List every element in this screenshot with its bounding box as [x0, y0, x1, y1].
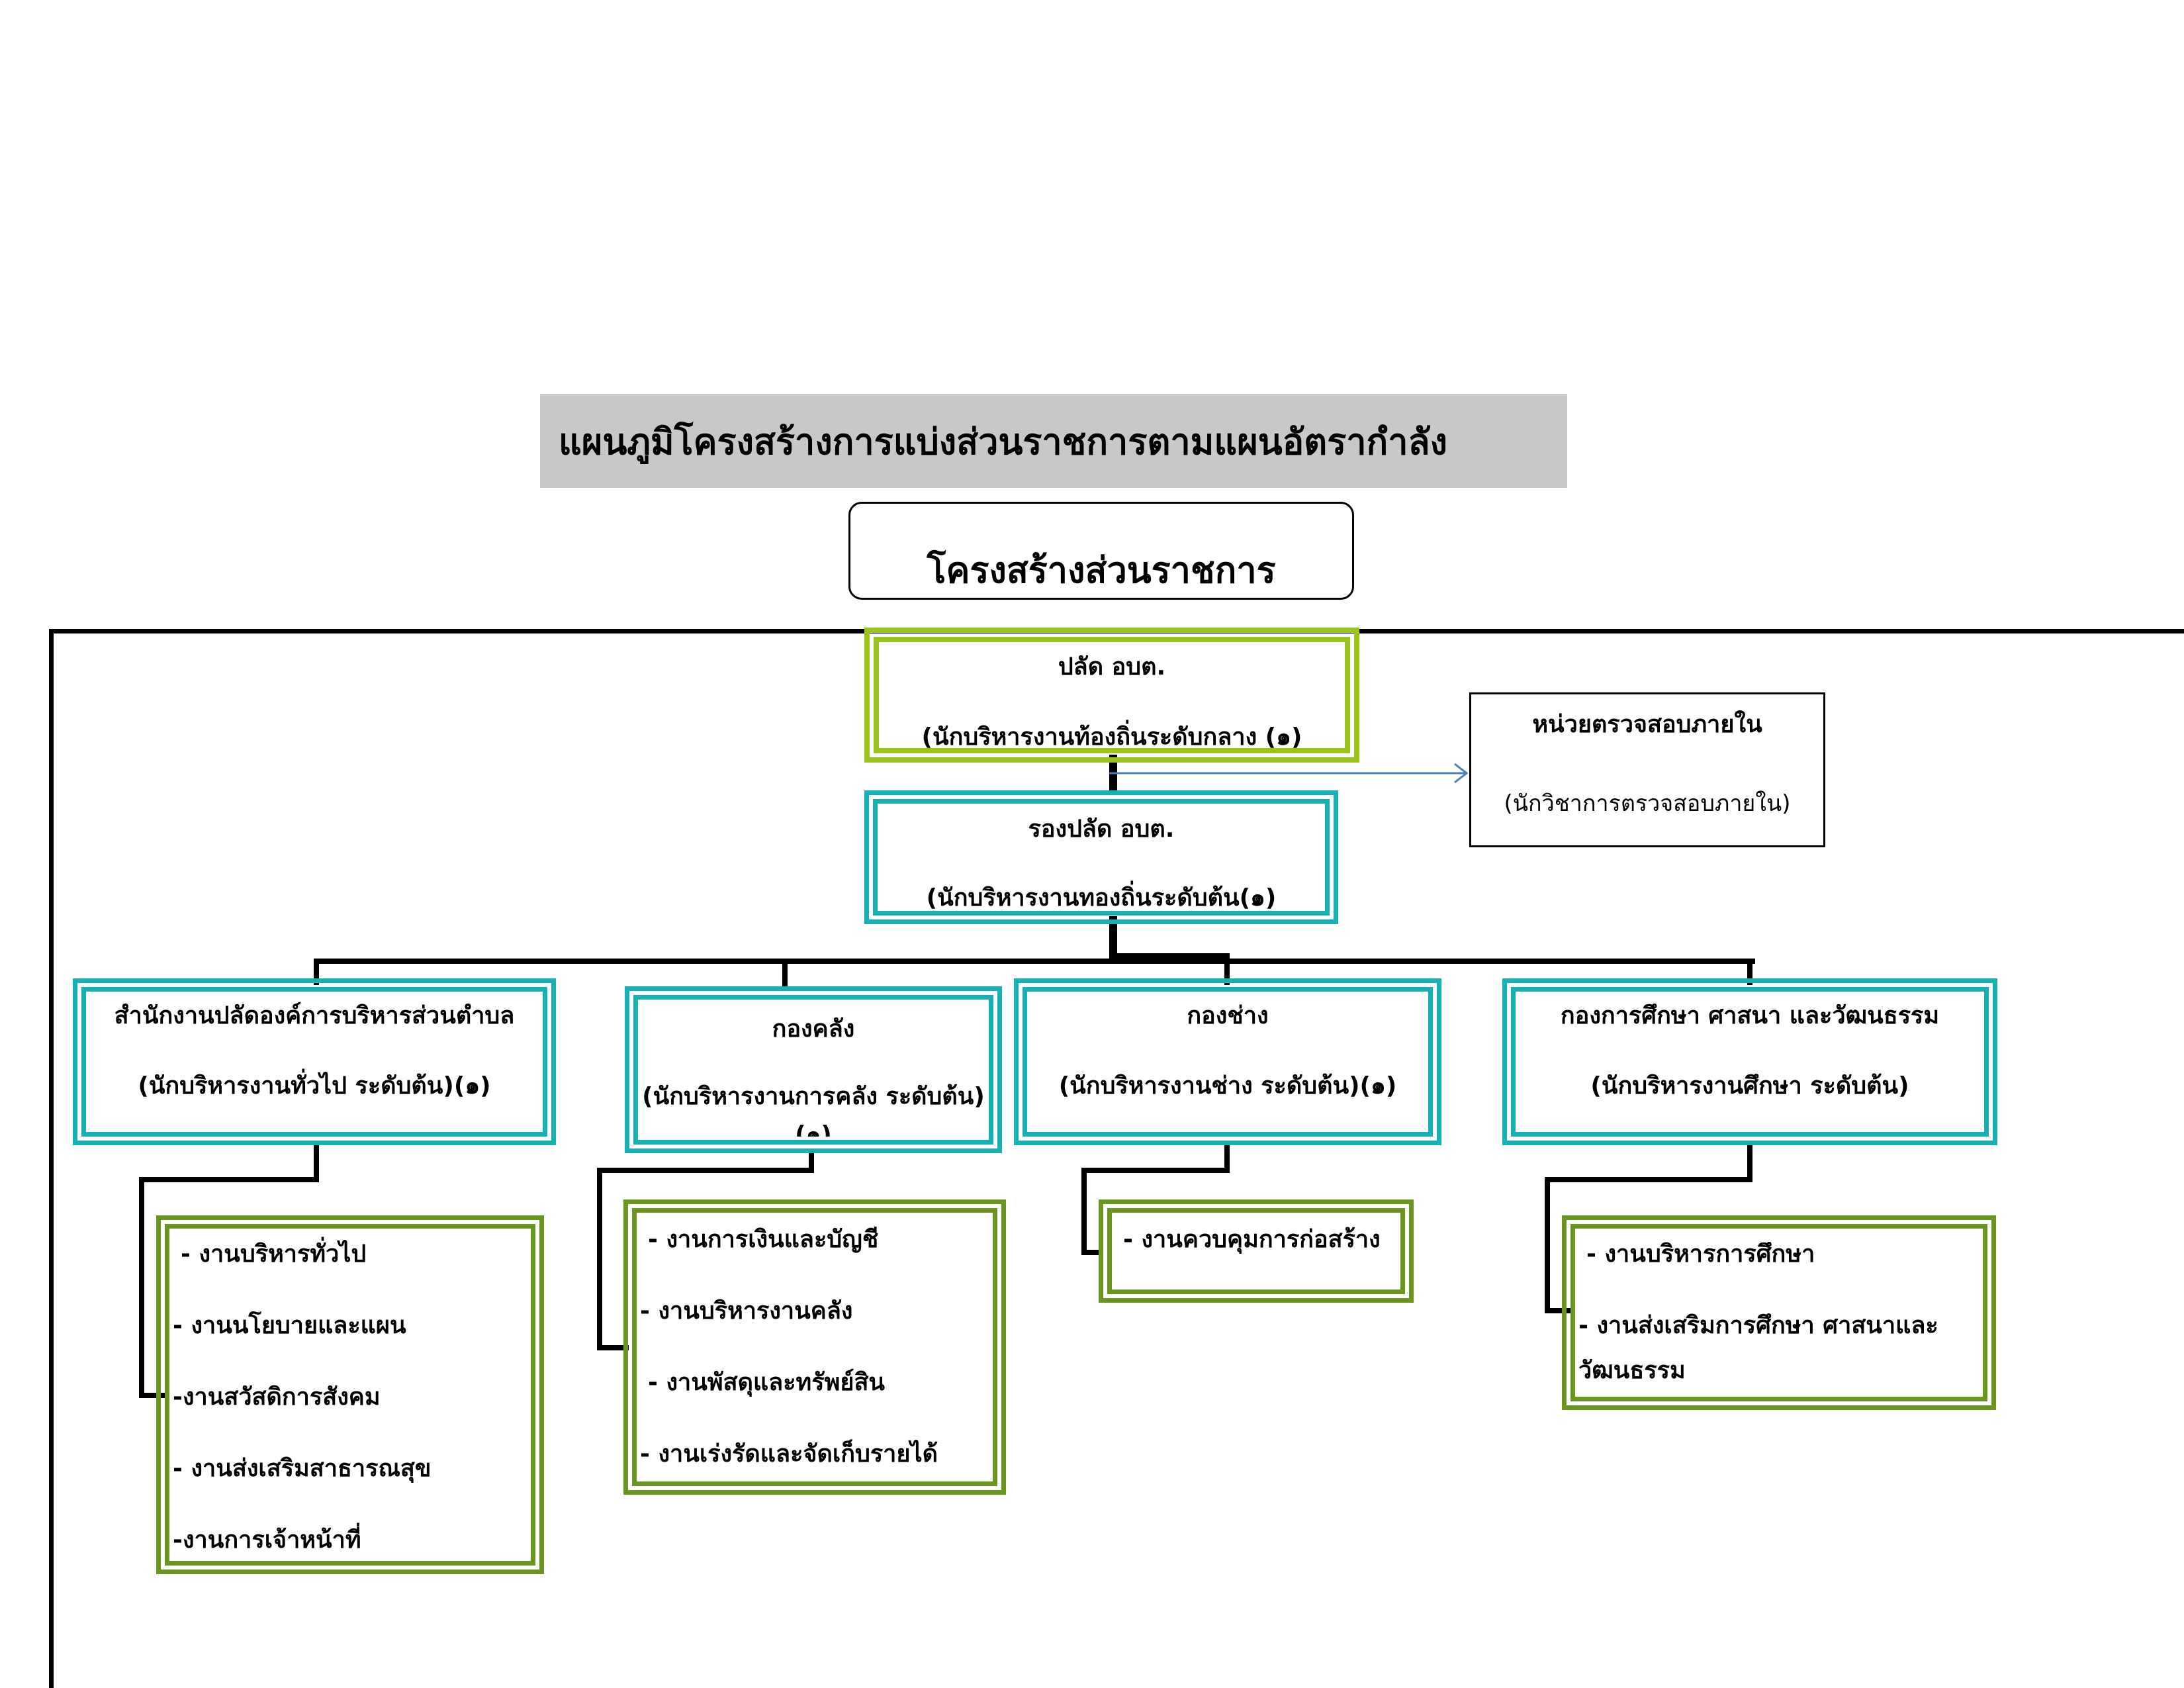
task-box-office: - งานบริหารทั่วไป - งานนโยบายและแผน -งาน… — [156, 1215, 544, 1574]
connector-dept1-stub — [139, 1393, 165, 1398]
task-item: - งานส่งเสริมสาธารณสุข — [173, 1455, 432, 1482]
connector-dept3-horiz — [1081, 1168, 1230, 1173]
task-item: - งานการเงินและบัญชี — [648, 1226, 879, 1253]
task-item: วัฒนธรรม — [1578, 1357, 1686, 1384]
palad-box: ปลัด อบต. (นักบริหารงานท้องถิ่นระดับกลาง… — [864, 628, 1359, 763]
department-position: (นักบริหารงานทั่วไป ระดับต้น)(๑) — [138, 1072, 491, 1100]
internal-audit-box: หน่วยตรวจสอบภายใน (นักวิชาการตรวจสอบภายใ… — [1469, 692, 1825, 847]
outer-frame-left — [49, 629, 54, 1688]
task-item: - งานพัสดุและทรัพย์สิน — [648, 1369, 886, 1396]
connector-dept2-vert — [597, 1168, 602, 1350]
connector-dept3-down — [1224, 1141, 1230, 1173]
connector-dept2-stub — [597, 1345, 629, 1350]
internal-audit-position: (นักวิชาการตรวจสอบภายใน) — [1504, 790, 1791, 817]
task-box-education: - งานบริหารการศึกษา - งานส่งเสริมการศึกษ… — [1562, 1215, 1996, 1410]
department-title: กองการศึกษา ศาสนา และวัฒนธรรม — [1560, 1002, 1940, 1029]
task-item: - งานเร่งรัดและจัดเก็บรายได้ — [640, 1440, 938, 1468]
department-position: (นักบริหารงานช่าง ระดับต้น)(๑) — [1058, 1072, 1397, 1100]
task-item: - งานนโยบายและแผน — [173, 1312, 406, 1339]
task-item: - งานส่งเสริมการศึกษา ศาสนาและ — [1578, 1312, 1938, 1339]
internal-audit-title: หน่วยตรวจสอบภายใน — [1532, 711, 1762, 738]
title-banner: แผนภูมิโครงสร้างการแบ่งส่วนราชการตามแผนอ… — [540, 394, 1567, 488]
department-box-office: สำนักงานปลัดองค์การบริหารส่วนตำบล (นักบร… — [73, 978, 556, 1145]
palad-title: ปลัด อบต. — [1058, 653, 1166, 680]
department-title: กองช่าง — [1187, 1002, 1269, 1029]
department-box-finance: กองคลัง (นักบริหารงานการคลัง ระดับต้น) (… — [625, 986, 1002, 1153]
task-item: - งานควบคุมการก่อสร้าง — [1123, 1226, 1381, 1253]
department-position: (นักบริหารงานศึกษา ระดับต้น) — [1590, 1072, 1909, 1100]
connector-dept2-horiz — [597, 1168, 814, 1173]
department-title: สำนักงานปลัดองค์การบริหารส่วนตำบล — [114, 1002, 515, 1029]
connector-dept4-vert — [1545, 1177, 1550, 1313]
task-item: -งานการเจ้าหน้าที่ — [173, 1526, 361, 1554]
task-item: - งานบริหารทั่วไป — [181, 1241, 367, 1268]
task-box-engineering: - งานควบคุมการก่อสร้าง — [1099, 1199, 1414, 1303]
department-position: (นักบริหารงานการคลัง ระดับต้น) — [642, 1083, 985, 1110]
palad-position: (นักบริหารงานท้องถิ่นระดับกลาง (๑) — [921, 724, 1302, 751]
deputy-box: รองปลัด อบต. (นักบริหารงานทองถิ่นระดับต้… — [864, 790, 1338, 924]
connector-dept3-vert — [1081, 1168, 1087, 1255]
connector-palad-deputy — [1109, 755, 1117, 794]
connector-dept4-horiz — [1545, 1177, 1752, 1182]
task-item: -งานสวัสดิการสังคม — [173, 1383, 381, 1411]
deputy-position: (นักบริหารงานทองถิ่นระดับต้น(๑) — [926, 884, 1277, 912]
department-box-engineering: กองช่าง (นักบริหารงานช่าง ระดับต้น)(๑) — [1014, 978, 1441, 1145]
connector-dept4-down — [1747, 1141, 1752, 1182]
department-box-education: กองการศึกษา ศาสนา และวัฒนธรรม (นักบริหาร… — [1502, 978, 1997, 1145]
department-position-extra: (๑) — [795, 1121, 832, 1137]
department-title: กองคลัง — [772, 1015, 855, 1043]
connector-dept1-horiz — [139, 1177, 319, 1182]
connector-drop-4 — [1747, 959, 1752, 985]
structure-label-box: โครงสร้างส่วนราชการ — [848, 502, 1354, 600]
connector-dept1-down — [314, 1141, 319, 1182]
task-box-finance: - งานการเงินและบัญชี - งานบริหารงานคลัง … — [623, 1199, 1006, 1495]
task-item: - งานบริหารการศึกษา — [1586, 1241, 1815, 1268]
connector-dept4-stub — [1545, 1308, 1571, 1313]
connector-drop-1 — [314, 959, 319, 985]
connector-drop-3 — [1224, 959, 1230, 985]
page-title: แผนภูมิโครงสร้างการแบ่งส่วนราชการตามแผนอ… — [559, 421, 1448, 463]
connector-drop-2 — [782, 959, 788, 990]
connector-deputy-bus — [1109, 916, 1117, 964]
connector-dept1-vert — [139, 1177, 144, 1398]
arrow-to-audit — [1109, 763, 1469, 784]
task-item: - งานบริหารงานคลัง — [640, 1297, 853, 1325]
deputy-title: รองปลัด อบต. — [1028, 816, 1175, 843]
connector-horizontal-bus — [314, 959, 1755, 964]
connector-dept2-down — [809, 1150, 814, 1173]
connector-dept3-stub — [1081, 1250, 1103, 1255]
structure-label: โครงสร้างส่วนราชการ — [927, 549, 1276, 591]
